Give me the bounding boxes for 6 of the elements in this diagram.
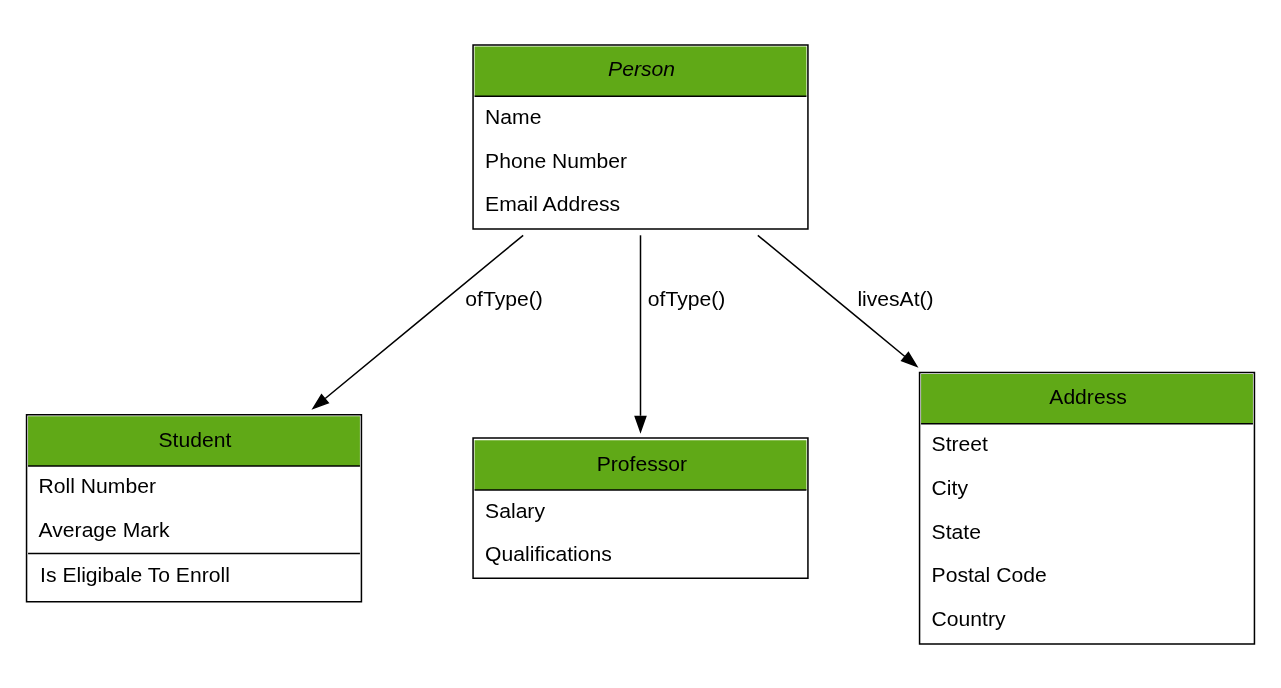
edge-label: ofType() [465, 286, 543, 310]
edge-label: ofType() [647, 286, 726, 310]
edge-label: livesAt() [857, 286, 934, 310]
arrow [757, 234, 919, 368]
arrow [634, 234, 647, 434]
arrow [311, 234, 524, 410]
